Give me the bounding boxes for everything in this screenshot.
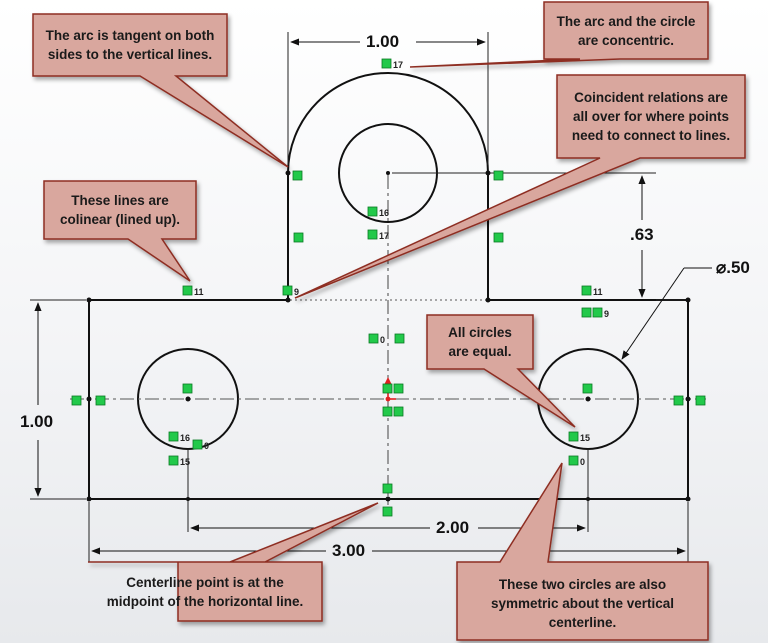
callout-tangent-text: The arc is tangent on both sides to the … [45,28,215,62]
extension-lines [30,32,690,562]
sketch-points [86,170,691,502]
relation-number: 15 [180,457,191,467]
callout-symmetric-text: These two circles are also symmetric abo… [490,576,675,630]
fix-relation-icon [568,455,579,466]
callout-tangent [32,13,289,168]
midpoint-relation-icon [382,506,393,517]
horizontal-relation-icon [393,383,404,394]
dimension-overall-width[interactable]: 3.00 [332,541,366,560]
dimension-left-height[interactable]: 1.00 [20,412,54,431]
coincident-relation-icon [282,285,293,296]
midpoint-relation-icon [382,383,393,394]
callout-colinear [43,180,197,282]
callouts [32,1,746,641]
callout-colinear-text: These lines are colinear (lined up). [59,193,180,227]
relation-number: 15 [580,433,591,443]
relation-number: 9 [604,309,610,319]
equal-relation-icon [168,431,179,442]
equal-relation-icon [168,455,179,466]
midpoint-relation-icon [71,395,82,406]
relation-number: 16 [180,433,191,443]
dimension-lines [34,38,712,555]
relation-number: 0 [380,335,386,345]
boss-outline [287,72,489,300]
midpoint-relation-icon [673,395,684,406]
coincident-relation-icon [582,383,593,394]
dimension-diameter[interactable]: ⌀.50 [716,258,750,277]
callout-coincident [294,74,746,299]
concentric-relation-icon [381,58,392,69]
callout-midpoint [88,502,379,622]
relation-number: 17 [379,231,390,241]
relation-number: 11 [593,287,603,297]
coincident-relation-icon [182,383,193,394]
vertical-relation-icon [695,395,706,406]
relation-number: 0 [204,441,210,451]
horizontal-relation-icon [382,483,393,494]
vertical-relation-icon [95,395,106,406]
horizontal-relation-icon [581,285,592,296]
coincident-relation-icon [393,406,404,417]
equal-relation-icon [568,431,579,442]
dimension-top-width[interactable]: 1.00 [366,32,400,51]
relation-number: 11 [194,287,204,297]
relation-number: 17 [393,60,404,70]
relation-markers [71,58,706,517]
midpoint-relation-icon [382,406,393,417]
fix-relation-icon [368,333,379,344]
relation-number: 9 [294,287,300,297]
relation-number: 0 [580,457,586,467]
dimension-height-63[interactable]: .63 [630,225,654,244]
relation-number: 16 [379,208,390,218]
vertical-relation-icon [394,333,405,344]
vertical-relation-icon [293,232,304,243]
concentric-relation-icon [367,229,378,240]
equal-relation-icon [367,206,378,217]
coincident-relation-icon [592,307,603,318]
callout-symmetric [456,462,709,641]
tangent-relation-icon [292,170,303,181]
fix-relation-icon [192,439,203,450]
callout-coincident-text: Coincident relations are all over for wh… [571,90,731,143]
callout-equal-text: All circles are equal. [448,325,512,359]
callout-concentric [409,1,709,68]
callout-concentric-text: The arc and the circle are concentric. [556,13,696,48]
tangent-relation-icon [493,170,504,181]
equal-relation-icon [581,307,592,318]
callout-midpoint-text: Centerline point is at the midpoint of t… [106,574,304,609]
horizontal-relation-icon [182,285,193,296]
vertical-relation-icon [493,232,504,243]
dimension-spacing[interactable]: 2.00 [436,518,470,537]
callout-equal [426,314,576,428]
